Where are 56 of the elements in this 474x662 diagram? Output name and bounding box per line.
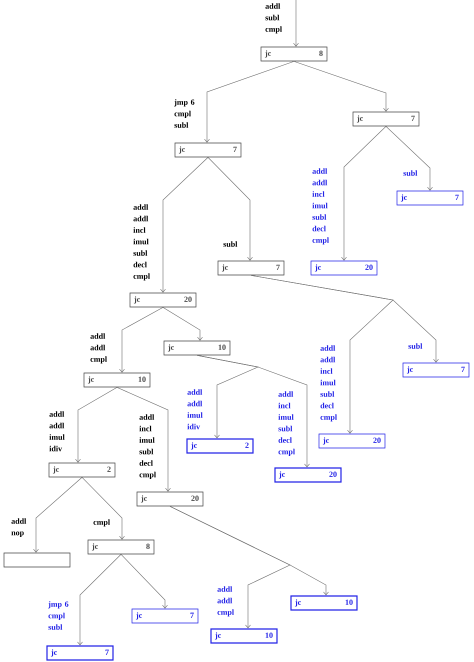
- edge-label: addl addl cmpl: [217, 586, 234, 616]
- arrow: [120, 554, 168, 609]
- jump-box: jc 20: [136, 492, 204, 506]
- jump-box: jc 8: [260, 46, 328, 62]
- arrow: [75, 387, 118, 463]
- jump-box: jc 20: [318, 434, 386, 448]
- arrow: [170, 506, 329, 596]
- edge-label: subl: [223, 241, 238, 247]
- jump-box: jc 20: [310, 260, 378, 276]
- arrow: [77, 554, 122, 646]
- arrow: [294, 61, 389, 112]
- jump-box: jc 2: [186, 438, 254, 454]
- edge-label: cmpl: [93, 519, 110, 526]
- edge-label: addl nop: [11, 518, 26, 537]
- arrow: [293, 0, 299, 47]
- jump-box: jc 2: [48, 462, 116, 478]
- arrow: [33, 477, 82, 553]
- edge-label: jmp 6 cmpl subl: [174, 99, 194, 128]
- arrow: [208, 157, 253, 261]
- jump-box: jc 10: [210, 628, 278, 644]
- edge-label: addl addl incl imul subl decl cmpl: [320, 345, 337, 422]
- jump-box: jc 7: [46, 645, 114, 661]
- edge-label: addl addl incl imul subl decl cmpl: [133, 204, 150, 280]
- arrow: [341, 126, 386, 261]
- edge-label: addl addl cmpl: [90, 333, 107, 364]
- arrow: [160, 157, 208, 293]
- arrow: [119, 307, 164, 373]
- arrow: [386, 126, 433, 191]
- edge-label: addl subl cmpl: [265, 3, 282, 34]
- jump-box: jc 10: [290, 595, 358, 611]
- arrow: [116, 387, 171, 492]
- arrow: [250, 275, 439, 363]
- jump-box: jc 7: [132, 608, 198, 624]
- edge-label: subl: [408, 343, 422, 349]
- jump-box: jc 10: [164, 340, 230, 356]
- edge-label: addl addl incl imul subl decl cmpl: [312, 168, 329, 244]
- jump-box: jc 7: [352, 112, 420, 126]
- jump-box: jc 7: [402, 362, 470, 378]
- edge-label: jmp 6 cmpl subl: [48, 601, 68, 630]
- jump-box: jc 20: [130, 292, 196, 308]
- edge-label: addl addl imul idiv: [187, 389, 203, 430]
- jump-box: jc 8: [88, 540, 154, 554]
- jump-box: jc 7: [218, 260, 284, 276]
- arrow: [204, 61, 294, 143]
- jump-box: jc 7: [396, 190, 464, 206]
- jump-box: jc 10: [84, 372, 150, 388]
- arrow: [162, 307, 203, 341]
- edge-label: subl: [403, 170, 418, 176]
- jump-box: jc 7: [174, 142, 242, 158]
- arrow: [82, 477, 125, 540]
- edge-label: addl addl imul idiv: [49, 411, 65, 452]
- jump-box: jc 20: [274, 467, 342, 483]
- edge-label: addl incl imul subl decl cmpl: [278, 391, 295, 456]
- arrow: [196, 355, 310, 468]
- edge-label: addl incl imul subl decl cmpl: [139, 414, 156, 479]
- empty-box: [4, 552, 70, 568]
